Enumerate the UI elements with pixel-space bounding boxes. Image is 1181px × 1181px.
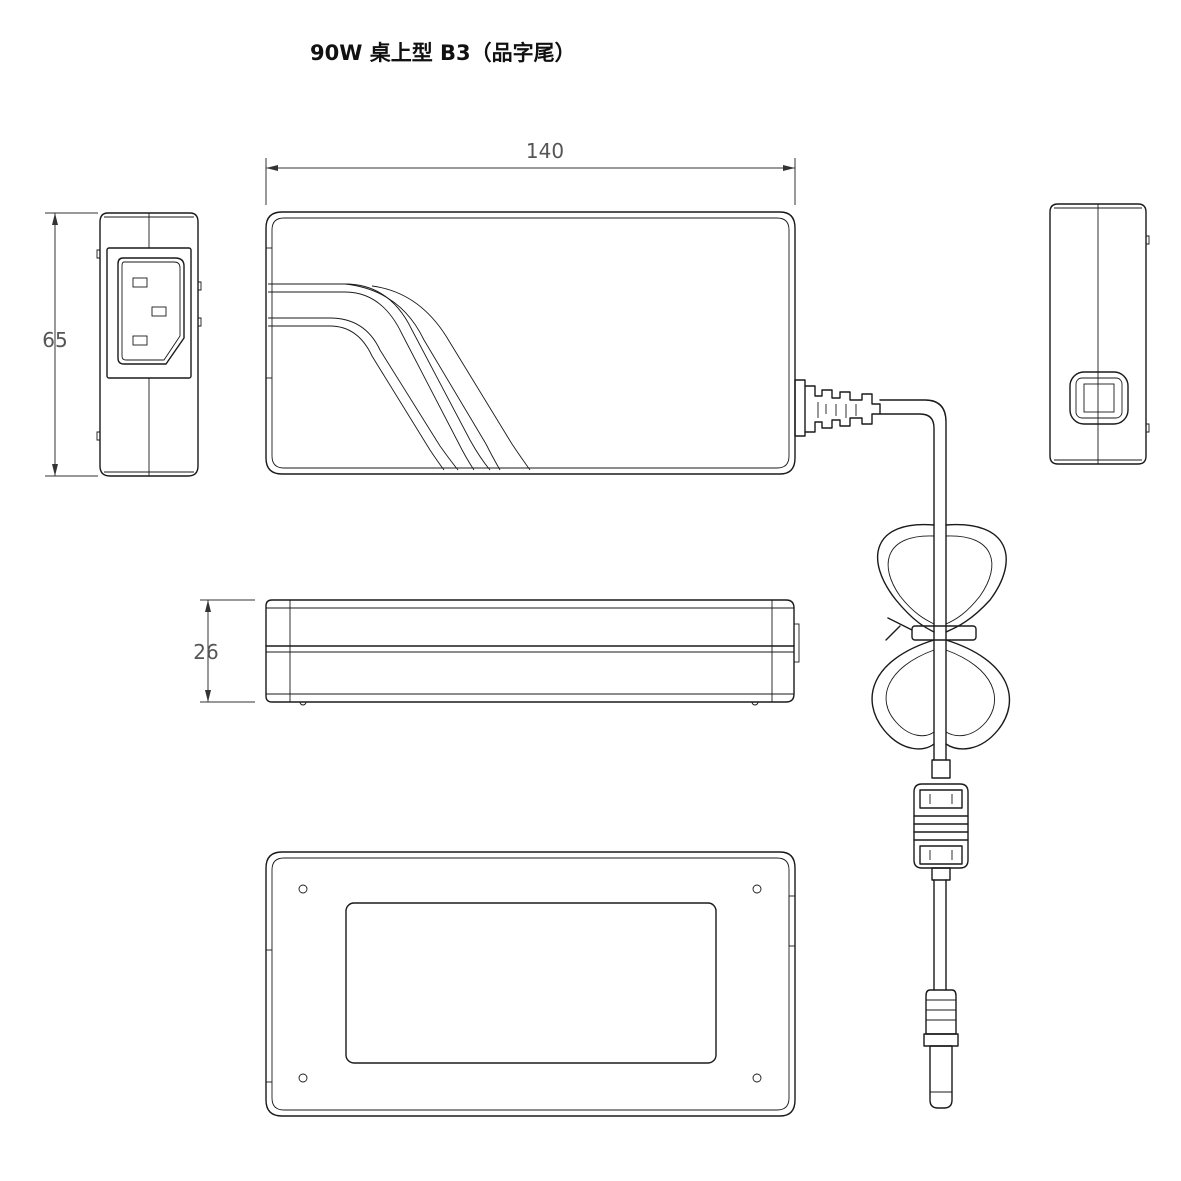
ac-inlet-socket [117,257,185,365]
screw-hole [298,884,308,894]
end-view-dc [1049,203,1150,465]
screw-hole [298,1073,308,1083]
coiled-cable [871,523,1011,761]
bottom-view [265,851,796,1117]
dc-plug [923,989,959,1109]
side-view [265,599,800,706]
dimension-length: 140 [265,139,796,205]
dimension-length-label: 140 [526,139,564,163]
dimension-height-label: 26 [193,640,218,664]
cable-strain-relief [794,379,881,437]
dimension-width-label: 65 [42,328,67,352]
dimension-width: 65 [42,212,98,477]
dimension-height: 26 [193,599,255,703]
top-view [265,211,947,526]
screw-hole [752,884,762,894]
ferrite-core [913,759,969,991]
screw-hole [752,1073,762,1083]
label-area [345,902,717,1064]
drawing-title: 90W 桌上型 B3（品字尾） [310,41,576,65]
end-view-inlet [96,212,202,477]
